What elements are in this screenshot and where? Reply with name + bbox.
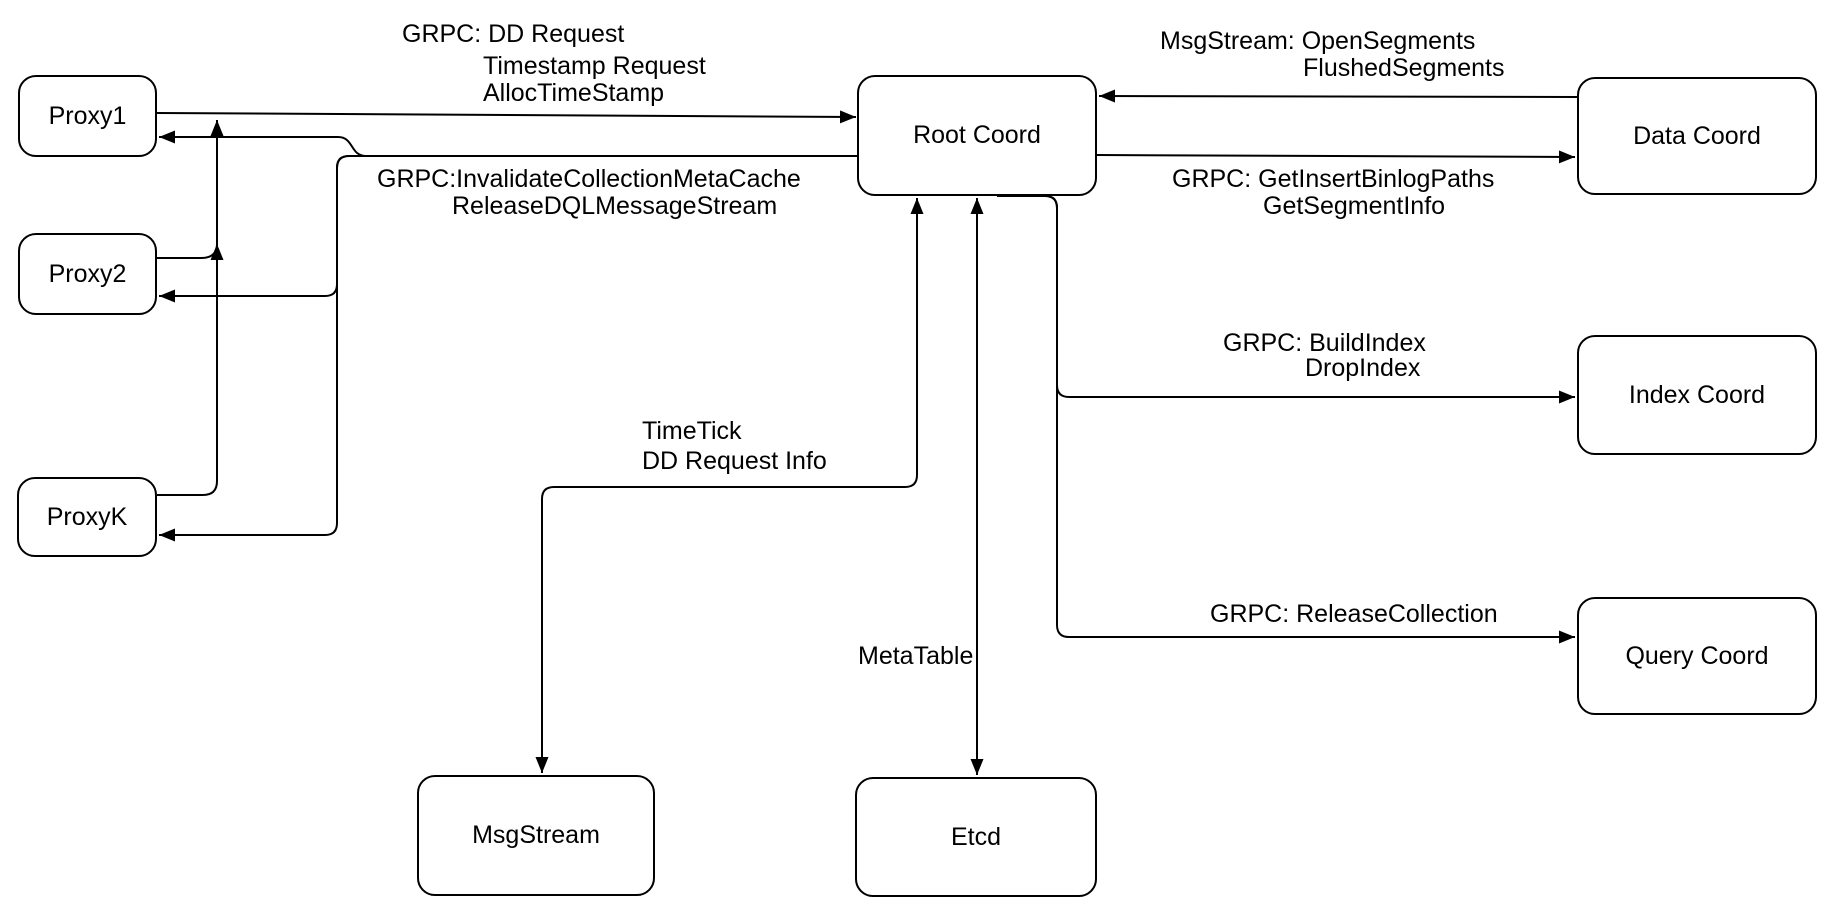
edge-label-root-to-index-line-2: DropIndex	[1305, 354, 1421, 382]
edge-label-root-to-msgstream-line-1: TimeTick	[642, 417, 742, 445]
edge-root-msgstream	[535, 198, 924, 773]
edge-label-root-to-proxies-line-1: GRPC:InvalidateCollectionMetaCache	[377, 165, 801, 193]
edge-label-root-to-index-line-1: GRPC: BuildIndex	[1223, 329, 1426, 357]
node-proxy1: Proxy1	[18, 75, 157, 157]
node-proxyk: ProxyK	[17, 477, 157, 557]
edge-label-data-to-root-line-2: FlushedSegments	[1303, 54, 1505, 82]
edge-label-root-to-data-line-1: GRPC: GetInsertBinlogPaths	[1172, 165, 1495, 193]
node-query-coord: Query Coord	[1577, 597, 1817, 715]
edge-root-to-data	[1096, 150, 1576, 164]
node-index-coord: Index Coord	[1577, 335, 1817, 455]
edge-proxy1-to-root	[156, 110, 857, 124]
edge-proxy2-merge-up	[157, 243, 224, 261]
edge-label-root-to-query-line-1: GRPC: ReleaseCollection	[1210, 600, 1498, 628]
edge-proxyk-merge-up	[157, 120, 224, 496]
edge-root-to-proxy1	[159, 130, 857, 157]
node-data-coord: Data Coord	[1577, 77, 1817, 195]
node-msgstream: MsgStream	[417, 775, 655, 896]
edge-root-to-index	[997, 195, 1575, 404]
edge-root-to-query	[997, 195, 1575, 644]
edge-data-to-root	[1098, 89, 1578, 103]
edge-root-to-proxyk	[159, 155, 857, 542]
edge-label-proxies-to-root-line-3: AllocTimeStamp	[483, 79, 665, 107]
node-etcd: Etcd	[855, 777, 1097, 897]
edge-label-root-to-proxies-line-2: ReleaseDQLMessageStream	[452, 192, 778, 220]
node-proxy2: Proxy2	[18, 233, 157, 315]
edge-label-root-to-data-line-2: GetSegmentInfo	[1263, 192, 1446, 220]
edge-label-proxies-to-root-line-2: Timestamp Request	[483, 52, 706, 80]
edge-label-proxies-to-root-line-1: GRPC: DD Request	[402, 20, 625, 48]
edge-label-root-to-msgstream-line-2: DD Request Info	[642, 447, 827, 475]
edge-label-root-to-etcd-line-1: MetaTable	[858, 642, 974, 670]
edge-label-data-to-root-line-1: MsgStream: OpenSegments	[1160, 27, 1476, 55]
node-root-coord: Root Coord	[857, 75, 1097, 196]
